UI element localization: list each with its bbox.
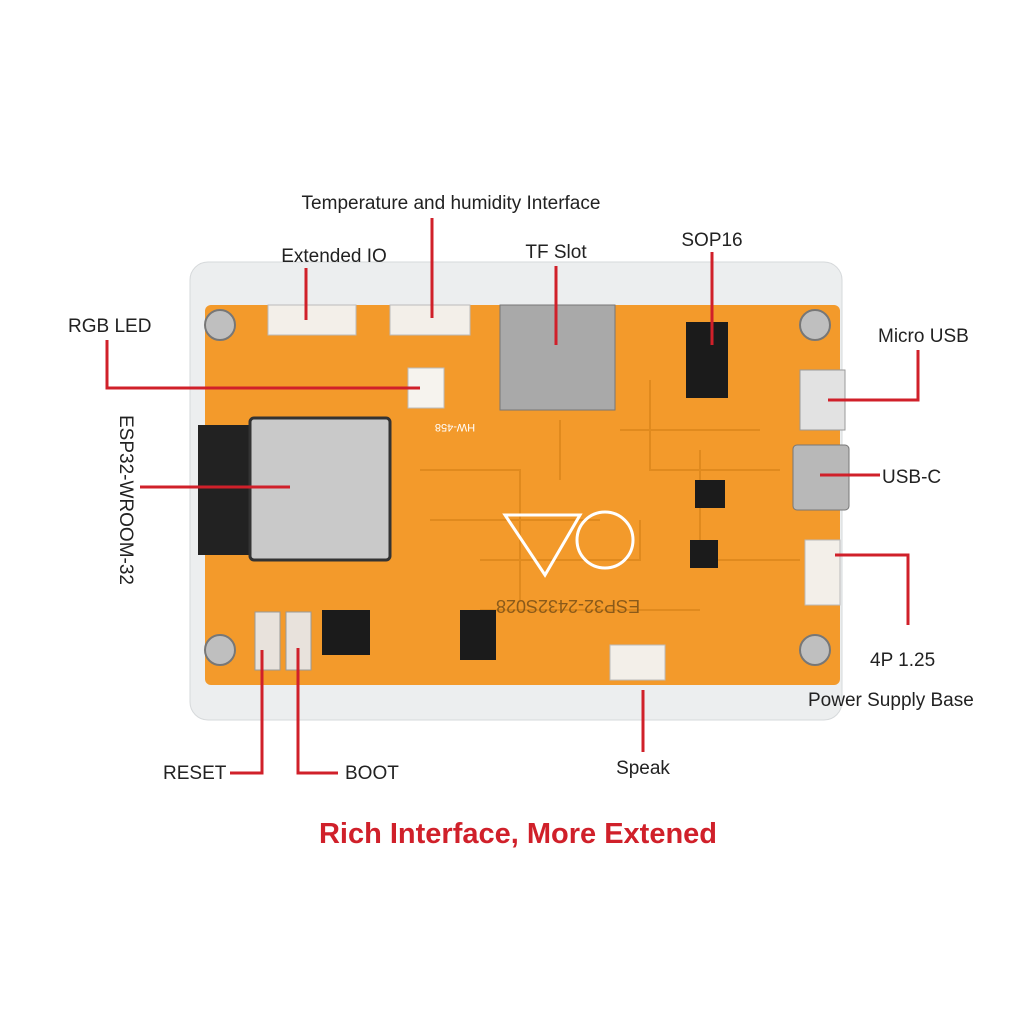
label-extended-io: Extended IO (281, 246, 387, 267)
esp32-shield (248, 416, 392, 562)
connector-4p (804, 539, 841, 606)
esp32-antenna (198, 425, 252, 555)
label-tf-slot: TF Slot (525, 242, 587, 263)
label-sop16: SOP16 (681, 230, 743, 251)
label-power-supply-base: Power Supply Base (808, 690, 974, 711)
label-boot: BOOT (345, 763, 399, 784)
reset-button (254, 611, 281, 671)
connector-extended-io (267, 304, 357, 336)
label-temp-humidity: Temperature and humidity Interface (301, 193, 601, 214)
cert-marks (502, 510, 635, 578)
leader-lines (105, 218, 920, 775)
board-model-silk: ESP32-2432S028 (496, 596, 640, 616)
label-rgb-led: RGB LED (68, 316, 152, 337)
speaker-connector (609, 644, 666, 681)
connector-temp (389, 304, 471, 336)
label-4p-connector: 4P 1.25 (870, 650, 936, 671)
screws (204, 309, 831, 666)
chip (322, 610, 370, 655)
label-reset: RESET (163, 763, 227, 784)
label-esp32-module: ESP32-WROOM-32 (115, 415, 136, 585)
chip (695, 480, 725, 508)
usb-c-port (792, 444, 850, 511)
headline: Rich Interface, More Extened (318, 818, 718, 850)
chip (460, 610, 496, 660)
label-micro-usb: Micro USB (878, 326, 969, 347)
sop16-chip (686, 322, 728, 398)
chip (690, 540, 718, 568)
board-silk-hw: HW-458 (435, 421, 475, 433)
label-speak: Speak (616, 758, 670, 779)
label-usb-c: USB-C (882, 467, 942, 488)
pcb (205, 305, 840, 685)
